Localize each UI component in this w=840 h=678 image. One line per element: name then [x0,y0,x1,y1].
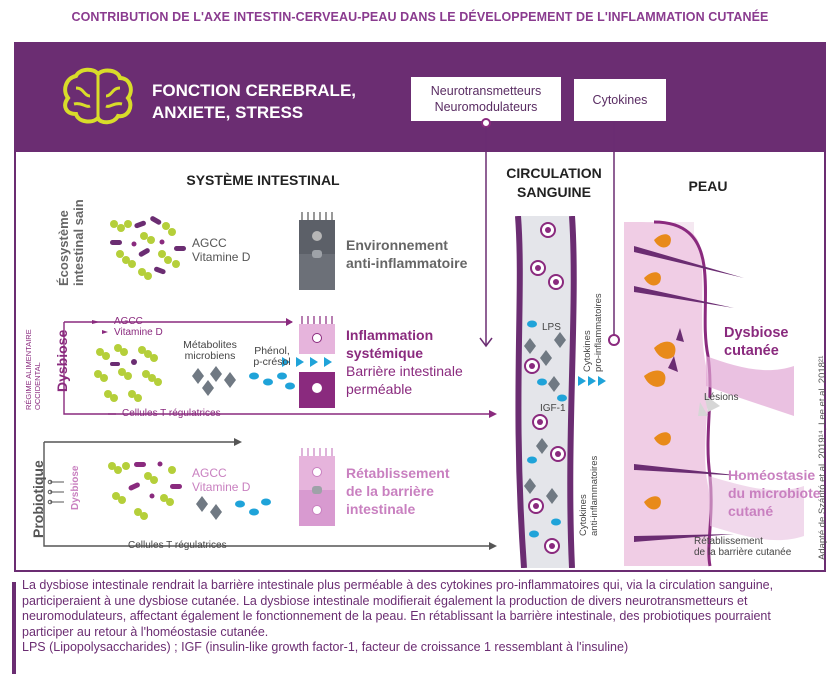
diet-line1: RÉGIME ALIMENTAIRE [24,329,33,410]
microbial-metabolites: Métabolites microbiens [176,340,244,362]
figure-title: CONTRIBUTION DE L'AXE INTESTIN-CERVEAU-P… [71,10,769,24]
systemic-inflammation: Inflammation systémique Barrière intesti… [346,326,463,398]
metabolite-diamonds [192,366,236,396]
env-line1: Environnement [346,237,448,253]
restored-barrier-cells [299,448,335,526]
neuromodulators-label: Neuromodulateurs [434,100,538,114]
skin-barrier-line1: Rétablissement [694,536,763,547]
caption-abbreviations: LPS (Lipopolysaccharides) ; IGF (insulin… [22,640,629,654]
anti-inflammatory-cytokines: Cytokines anti-inflammatoires [578,456,600,536]
phenol-dots [249,372,295,390]
neurotransmitters-box: Neurotransmetteurs Neuromodulateurs [411,77,561,121]
igf-label: IGF-1 [540,403,566,414]
pro-cyto-line1: Cytokines [582,330,593,372]
dysbiosis-label: Dysbiose [54,329,70,392]
env-line2: anti-inflammatoire [346,255,468,271]
healthy-ecosystem-label: Écosystème intestinal sain [56,199,86,286]
probiotic-bacteria-cluster [108,461,182,520]
treg-probiotic: Cellules T régulatrices [128,540,227,551]
probiotic-label: Probiotique [30,460,46,538]
healthy-vitamin-d: Vitamine D [192,250,251,264]
skin-illustration [624,220,804,567]
healthy-label-line1: Écosystème [56,210,71,286]
section-skin-title: PEAU [688,178,728,194]
inflammation-line2: systémique [346,345,424,361]
neurotransmitters-label: Neurotransmetteurs [430,84,542,98]
phenol-line2: p-crésol [253,356,291,368]
source-credit: Adapté de Szántó et al. 2019¹⁴, Lee et a… [817,355,828,560]
brain-function-title: FONCTION CEREBRALE, ANXIETE, STRESS [152,80,356,124]
restore-line1: Rétablissement [346,465,450,481]
phenol-label: Phénol, p-crésol [246,346,298,368]
homeostasis-line2: du microbiote [728,485,821,501]
caption-bar [12,582,16,674]
restore-line2: de la barrière [346,483,434,499]
dys-agcc: AGCC [114,316,143,327]
prob-agcc: AGCC [192,466,227,480]
anti-cyto-line2: anti-inflammatoires [589,455,600,536]
probiotic-dysbiosis-label: Dysbiose [70,465,81,510]
skin-dysbiosis-line2: cutanée [724,343,779,359]
skin-dysbiosis-line1: Dysbiose [724,325,789,341]
healthy-agcc: AGCC [192,236,227,250]
brain-icon [63,67,133,125]
western-diet-label: RÉGIME ALIMENTAIRE OCCIDENTAL [24,329,42,410]
probiotic-nutrients: AGCC Vitamine D [192,466,250,494]
healthy-label-line2: intestinal sain [71,199,86,286]
permeable-barrier-cells [299,316,335,408]
circulation-title-line2: SANGUINE [517,184,591,200]
diet-line2: OCCIDENTAL [33,362,42,410]
anti-inflammatory-environment: Environnement anti-inflammatoire [346,236,467,272]
barrier-line2: perméable [346,381,413,397]
prob-vitamin-d: Vitamine D [192,480,251,494]
healthy-barrier-cells [299,212,335,290]
cytokines-box: Cytokines [574,79,666,121]
metabolites-line1: Métabolites [183,339,237,351]
caption-paragraph: La dysbiose intestinale rendrait la barr… [22,578,774,639]
phenol-line1: Phénol, [254,345,290,357]
inflammation-line1: Inflammation [346,327,434,343]
blood-vessel [515,216,577,568]
caption: La dysbiose intestinale rendrait la barr… [12,578,822,674]
barrier-line1: Barrière intestinale [346,363,463,379]
homeostasis-line3: cutané [728,503,774,519]
skin-barrier-line2: de la barrière cutanée [694,547,792,558]
lesions-label: Lésions [704,392,739,403]
skin-barrier-restoration: Rétablissement de la barrière cutanée [694,536,791,558]
brain-title-line2: ANXIETE, STRESS [152,103,304,122]
skin-dysbiosis: Dysbiose cutanée [724,324,788,360]
dys-vitamin-d: Vitamine D [114,327,163,338]
metabolites-line2: microbiens [184,350,236,362]
pro-inflammatory-cytokines: Cytokines pro-inflammatoires [582,293,604,372]
barrier-restoration: Rétablissement de la barrière intestinal… [346,464,449,518]
probiotic-molecules [196,496,271,520]
restore-line3: intestinale [346,501,416,517]
circulation-title-line1: CIRCULATION [506,165,602,181]
treg-dysbiosis: Cellules T régulatrices [122,408,221,419]
dysbiosis-bacteria-cluster [94,344,162,402]
lps-label: LPS [542,322,561,333]
homeostasis-line1: Homéostasie [728,467,816,483]
pro-cyto-line2: pro-inflammatoires [593,293,604,372]
healthy-bacteria-cluster [110,216,186,280]
brain-title-line1: FONCTION CEREBRALE, [152,81,356,100]
healthy-nutrients: AGCC Vitamine D [192,236,250,264]
anti-cyto-line1: Cytokines [578,494,589,536]
skin-homeostasis: Homéostasie du microbiote cutané [728,466,821,520]
section-circulation-title: CIRCULATION SANGUINE [480,164,628,202]
section-intestinal-title: SYSTÈME INTESTINAL [186,172,340,188]
